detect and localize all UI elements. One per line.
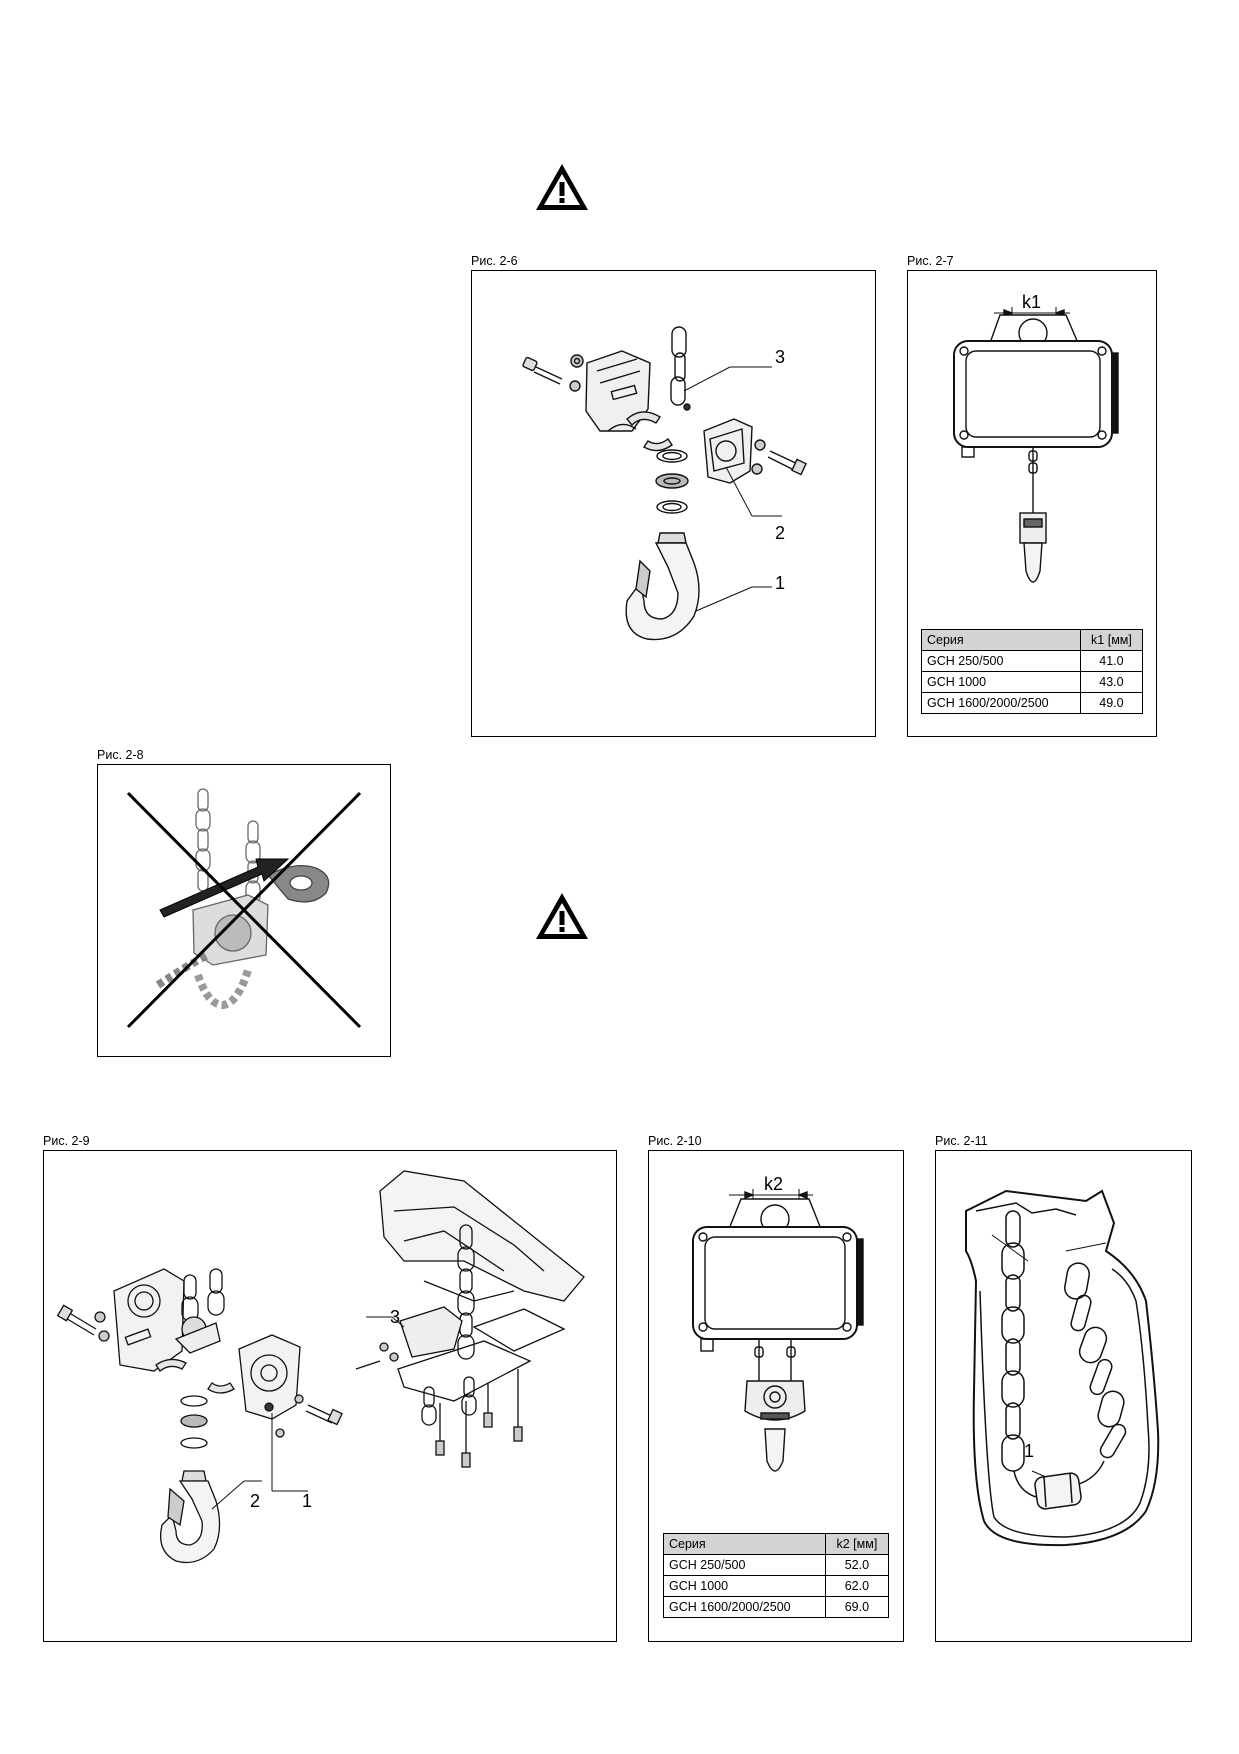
value-cell: 69.0 — [824, 1596, 890, 1618]
dimension-label: k1 — [1022, 292, 1041, 312]
chain-stop-drawing — [965, 1189, 1160, 1547]
table-row: GCH 1000 62.0 — [663, 1575, 890, 1597]
hook-mount-exploded-drawing — [56, 1170, 585, 1564]
value-cell: 43.0 — [1079, 671, 1144, 693]
callout-1: 1 — [302, 1491, 313, 1511]
value-cell: 62.0 — [824, 1575, 890, 1597]
series-cell: GCH 1600/2000/2500 — [663, 1596, 826, 1618]
figure-2-6: 3 2 1 — [471, 270, 876, 737]
figure-caption: Рис. 2-11 — [935, 1134, 988, 1148]
figure-caption: Рис. 2-8 — [97, 748, 144, 762]
series-cell: GCH 250/500 — [663, 1554, 826, 1576]
value-cell: 52.0 — [824, 1554, 890, 1576]
chain-left — [1001, 1210, 1037, 1498]
table-header: Серия — [921, 629, 1081, 651]
table-row: GCH 250/500 41.0 — [921, 650, 1144, 672]
value-cell: 41.0 — [1079, 650, 1144, 672]
series-cell: GCH 250/500 — [921, 650, 1081, 672]
figure-caption: Рис. 2-7 — [907, 254, 954, 268]
table-row: GCH 250/500 52.0 — [663, 1554, 890, 1576]
table-row: GCH 1000 43.0 — [921, 671, 1144, 693]
figure-2-10: k2 Серия k2 [мм] GCH 250/500 52.0 GCH 10… — [648, 1150, 904, 1642]
figure-2-7: k1 Серия k1 [мм] GCH 250/500 41.0 GCH 10… — [907, 270, 1157, 737]
figure-caption: Рис. 2-6 — [471, 254, 518, 268]
figure-2-11: 1 — [935, 1150, 1192, 1642]
figure-caption: Рис. 2-9 — [43, 1134, 90, 1148]
prohibited-loading-drawing — [126, 788, 362, 1029]
table-row: GCH 1600/2000/2500 49.0 — [921, 692, 1144, 714]
callout-1: 1 — [1024, 1441, 1035, 1461]
value-cell: 49.0 — [1079, 692, 1144, 714]
figure-2-8 — [97, 764, 391, 1057]
callout-3: 3 — [390, 1307, 401, 1327]
series-cell: GCH 1000 — [663, 1575, 826, 1597]
dimension-label: k2 — [764, 1174, 783, 1194]
table-header: Серия — [663, 1533, 826, 1555]
spec-table: Серия k2 [мм] GCH 250/500 52.0 GCH 1000 … — [663, 1533, 890, 1618]
warning-triangle-icon — [533, 890, 591, 942]
table-row: GCH 1600/2000/2500 69.0 — [663, 1596, 890, 1618]
table-header: k1 [мм] — [1079, 629, 1144, 651]
series-cell: GCH 1600/2000/2500 — [921, 692, 1081, 714]
figure-2-9: 1 2 3 — [43, 1150, 617, 1642]
callout-2: 2 — [775, 523, 786, 543]
chain-right — [1064, 1262, 1127, 1486]
spec-table: Серия k1 [мм] GCH 250/500 41.0 GCH 1000 … — [921, 629, 1144, 714]
callout-2: 2 — [250, 1491, 261, 1511]
hoist-dimension-drawing: k2 — [692, 1174, 864, 1472]
hoist-dimension-drawing: k1 — [953, 292, 1119, 583]
hook-assembly-exploded-drawing — [522, 326, 807, 641]
figure-caption: Рис. 2-10 — [648, 1134, 702, 1148]
warning-triangle-icon — [533, 161, 591, 213]
callout-1: 1 — [775, 573, 786, 593]
callout-3: 3 — [775, 347, 786, 367]
series-cell: GCH 1000 — [921, 671, 1081, 693]
table-header: k2 [мм] — [824, 1533, 890, 1555]
